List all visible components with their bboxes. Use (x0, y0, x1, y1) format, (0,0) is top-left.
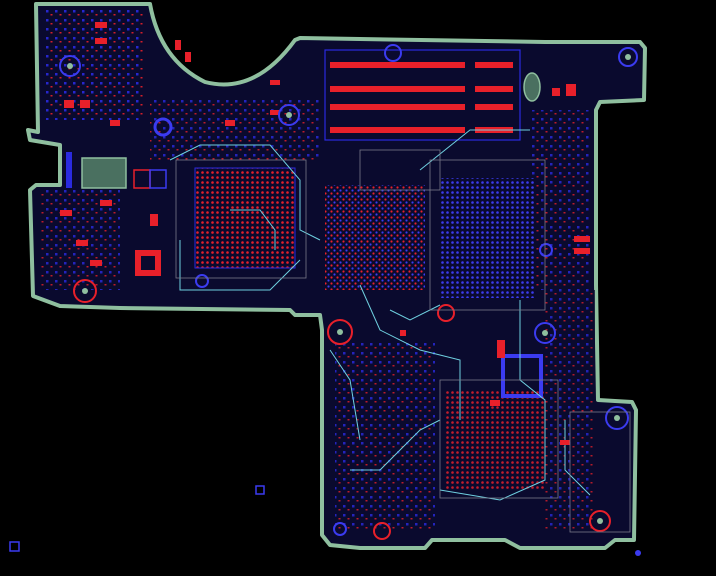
pad-strip (497, 340, 505, 358)
chipset-bga (325, 185, 425, 290)
smd-pads (60, 22, 590, 445)
connector-pins (66, 152, 167, 189)
via-field-right (530, 110, 590, 290)
cpu-bga (194, 167, 296, 269)
ec-chip (135, 250, 161, 276)
silkscreen-outlines (175, 149, 631, 533)
test-point (9, 541, 20, 552)
crystal-oscillator (523, 72, 541, 102)
test-point (255, 485, 265, 495)
southbridge-bga (445, 390, 545, 490)
via-field-top (150, 100, 320, 160)
mounting-holes (59, 44, 638, 540)
via-field-left (44, 10, 144, 120)
test-point (635, 550, 641, 556)
usb-connector (81, 157, 127, 189)
via-field-bottom (335, 340, 435, 530)
socket-frame (501, 354, 543, 398)
gpu-bga (440, 178, 535, 298)
dimm-slot-bank (324, 49, 521, 141)
